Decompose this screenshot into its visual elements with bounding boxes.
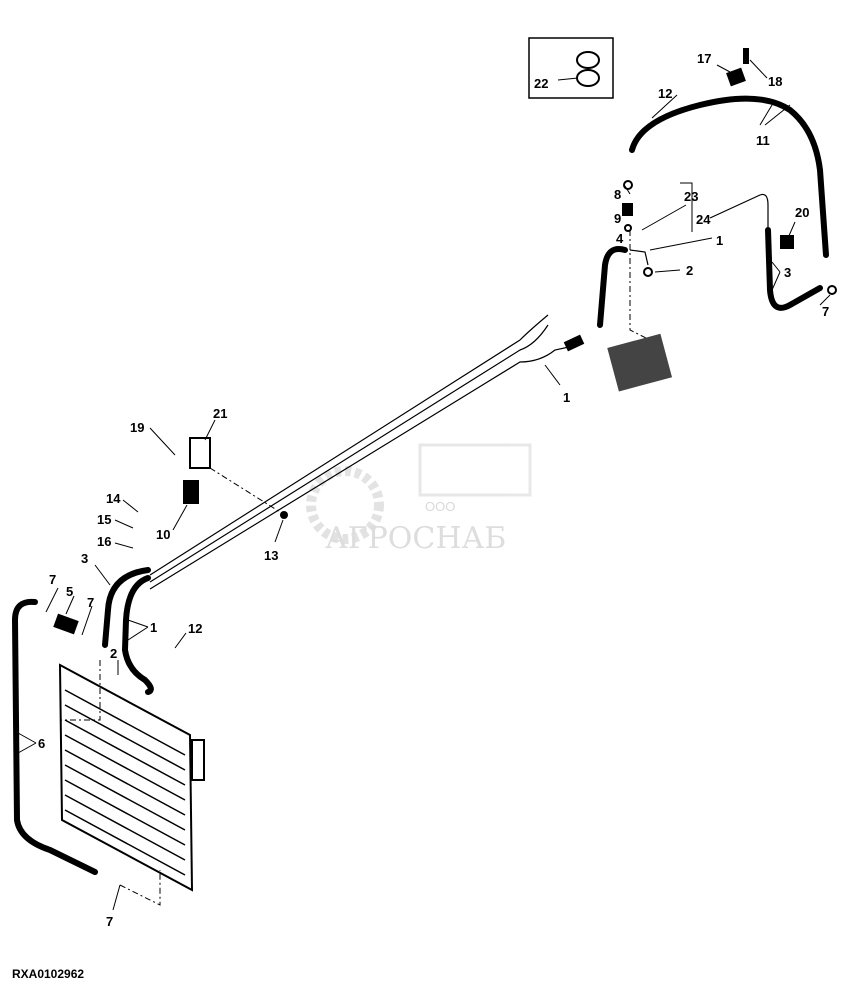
callout-1: 1 [563,390,570,405]
callout-6: 6 [38,736,45,751]
valve-block-icon [607,333,673,392]
tube-bundle [149,314,579,590]
callout-20: 20 [795,205,809,220]
callout-2: 2 [686,263,693,278]
callout-8: 8 [614,187,621,202]
callout-15: 15 [97,512,111,527]
callout-16: 16 [97,534,111,549]
callout-14: 14 [106,491,121,506]
hose-3-left [102,567,151,648]
callout-17: 17 [697,51,711,66]
clamp-22-icon [576,51,600,87]
watermark-name: АГРОСНАБ [325,521,506,556]
callout-18: 18 [768,74,782,89]
hose-6 [12,598,98,875]
callout-10: 10 [156,527,170,542]
callout-9: 9 [614,211,621,226]
callout-7: 7 [822,304,829,319]
callout-21: 21 [213,406,227,421]
callout-12: 12 [658,86,672,101]
callout-1: 1 [716,233,723,248]
callout-3: 3 [81,551,88,566]
hose-11 [629,95,829,258]
callout-22: 22 [534,76,548,91]
hose-left-up [597,246,628,328]
callout-24: 24 [696,212,711,227]
hose-3-right [765,227,823,311]
callout-23: 23 [684,189,698,204]
callout-5: 5 [66,584,73,599]
figure-id: RXA0102962 [12,967,84,981]
callout-11: 11 [756,133,770,148]
callout-19: 19 [130,420,144,435]
hose-1-left [122,575,154,695]
callout-13: 13 [264,548,278,563]
callout-1: 1 [150,620,157,635]
callout-7: 7 [106,914,113,929]
leader-lines [17,59,831,911]
callout-2: 2 [110,646,117,661]
callout-7: 7 [49,572,56,587]
watermark-logo: ООО АГРОСНАБ [306,443,532,556]
callout-7: 7 [87,595,94,610]
callout-4: 4 [616,231,624,246]
condenser-icon [58,663,205,892]
inset-box [528,37,614,99]
tube-right [709,193,769,230]
callout-12: 12 [188,621,202,636]
watermark-prefix: ООО [425,499,455,514]
callout-3: 3 [784,265,791,280]
